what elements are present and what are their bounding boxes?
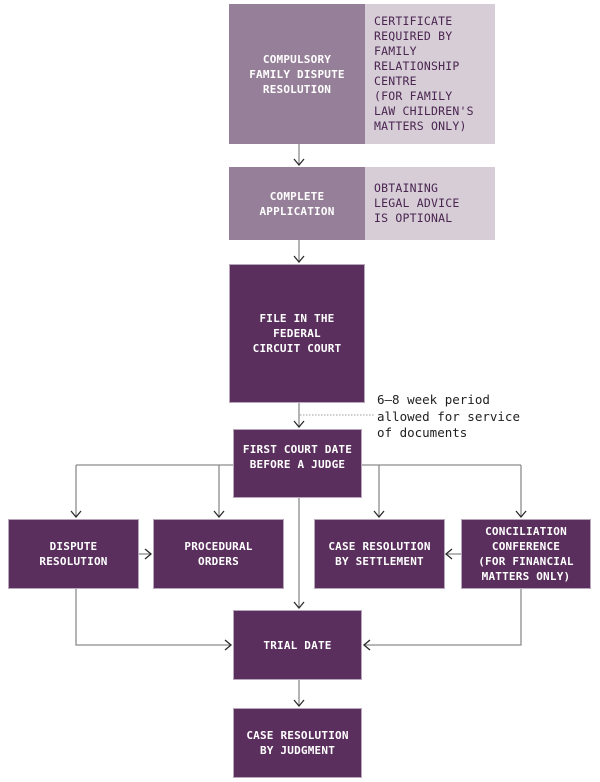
first-court-date-label: FIRST COURT DATE BEFORE A JUDGE bbox=[242, 442, 353, 471]
arrowhead-icon bbox=[515, 510, 527, 519]
arrowhead-icon bbox=[293, 699, 305, 708]
arrowhead-icon bbox=[444, 548, 453, 560]
conciliation-label: CONCILIATION CONFERENCE (FOR FINANCIAL M… bbox=[478, 525, 574, 583]
first-court-date-box: FIRST COURT DATE BEFORE A JUDGE bbox=[233, 429, 362, 498]
judgment-box: CASE RESOLUTION BY JUDGMENT bbox=[233, 708, 362, 778]
edge-dispute-to-trial bbox=[75, 589, 231, 646]
complete-application-label: COMPLETE APPLICATION bbox=[259, 189, 335, 218]
arrowhead-icon bbox=[293, 158, 305, 167]
arrowhead-icon bbox=[224, 639, 233, 651]
dispute-resolution-label: DISPUTE RESOLUTION bbox=[39, 540, 108, 568]
service-period-note: 6–8 week period allowed for service of d… bbox=[377, 392, 520, 440]
compulsory-fdr-label: COMPULSORY FAMILY DISPUTE RESOLUTION bbox=[249, 52, 345, 96]
compulsory-fdr-note-text: CERTIFICATE REQUIRED BY FAMILY RELATIONS… bbox=[374, 14, 474, 133]
arrowhead-icon bbox=[293, 601, 305, 610]
file-in-court-label: FILE IN THE FEDERAL CIRCUIT COURT bbox=[252, 312, 342, 355]
complete-application-box: COMPLETE APPLICATION bbox=[229, 167, 365, 240]
arrowhead-icon bbox=[70, 510, 82, 519]
procedural-orders-label: PROCEDURAL ORDERS bbox=[184, 540, 253, 568]
arrowhead-icon bbox=[144, 548, 153, 560]
settlement-label: CASE RESOLUTION BY SETTLEMENT bbox=[328, 540, 431, 568]
arrowhead-icon bbox=[373, 510, 385, 519]
settlement-box: CASE RESOLUTION BY SETTLEMENT bbox=[314, 519, 445, 589]
judgment-label: CASE RESOLUTION BY JUDGMENT bbox=[246, 729, 349, 757]
dispute-resolution-box: DISPUTE RESOLUTION bbox=[8, 519, 139, 589]
trial-date-box: TRIAL DATE bbox=[233, 610, 362, 680]
complete-application-note-text: OBTAINING LEGAL ADVICE IS OPTIONAL bbox=[374, 181, 460, 225]
arrowhead-icon bbox=[293, 420, 305, 429]
arrowhead-icon bbox=[362, 639, 371, 651]
compulsory-fdr-note: CERTIFICATE REQUIRED BY FAMILY RELATIONS… bbox=[365, 4, 495, 144]
complete-application-note: OBTAINING LEGAL ADVICE IS OPTIONAL bbox=[365, 167, 495, 240]
trial-date-label: TRIAL DATE bbox=[263, 638, 332, 652]
compulsory-fdr-box: COMPULSORY FAMILY DISPUTE RESOLUTION bbox=[229, 4, 365, 144]
edge-conciliation-to-trial bbox=[364, 589, 522, 646]
procedural-orders-box: PROCEDURAL ORDERS bbox=[153, 519, 284, 589]
file-in-court-box: FILE IN THE FEDERAL CIRCUIT COURT bbox=[229, 264, 365, 403]
conciliation-box: CONCILIATION CONFERENCE (FOR FINANCIAL M… bbox=[461, 519, 591, 589]
arrowhead-icon bbox=[213, 510, 225, 519]
arrowhead-icon bbox=[293, 255, 305, 264]
